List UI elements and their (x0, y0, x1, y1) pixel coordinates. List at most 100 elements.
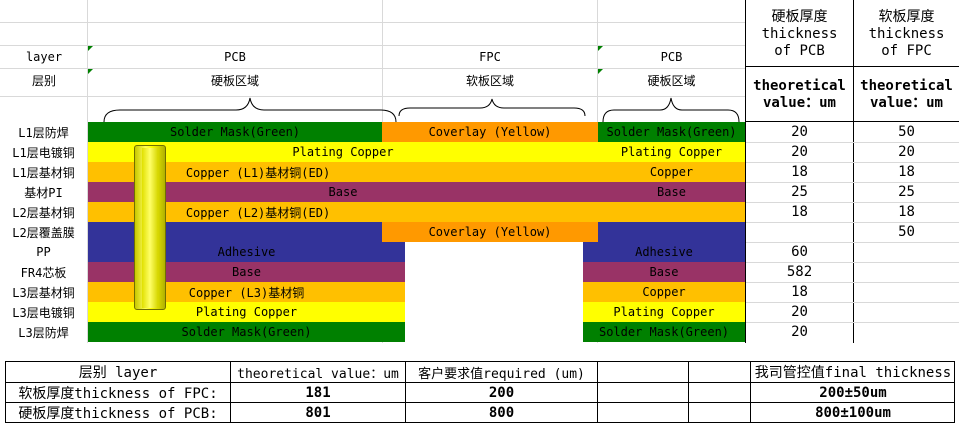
theoretical-line: theoretical (860, 78, 953, 94)
row-line (745, 222, 959, 223)
row-line (745, 322, 959, 323)
pcb-thickness: 25 (791, 184, 808, 200)
header-pcb: PCB (224, 50, 246, 64)
layer-band-mid (428, 162, 598, 182)
row-line (745, 142, 959, 143)
layer-band-left: Copper (L3)基材铜 (88, 282, 405, 302)
summary-table (5, 361, 955, 423)
layer-band-left: Base (88, 182, 598, 202)
summary-required: 200 (488, 384, 515, 401)
row-line (745, 242, 959, 243)
fpc-thickness: 18 (898, 204, 915, 220)
flex-thickness-line: thickness (868, 26, 945, 42)
summary-label: 硬板厚度thickness of PCB: (18, 406, 218, 422)
summary-col-line (597, 361, 598, 423)
via-core-icon (142, 148, 158, 308)
layer-name: L2层覆盖膜 (12, 225, 75, 240)
pcb-thickness: 20 (791, 324, 808, 340)
flex-thickness-header: 软板厚度 thickness of FPC (854, 9, 959, 60)
rigid-thickness-line: thickness (761, 26, 838, 42)
summary-label: 软板厚度thickness of FPC: (18, 385, 218, 402)
theoretical-line: value：um (762, 95, 836, 111)
layer-name: L3层电镀铜 (12, 305, 75, 320)
flex-thickness-line: of FPC (881, 43, 932, 59)
summary-theoretical: 801 (305, 405, 331, 421)
layer-band-mid: Coverlay (Yellow) (382, 222, 598, 242)
thickness-header-box (745, 0, 959, 122)
header-layer: layer (25, 50, 63, 64)
header-rigid-zone-right: 硬板区域 (647, 73, 696, 88)
layer-band-left: Solder Mask(Green) (88, 322, 405, 342)
pcb-theoretical-header: theoretical value：um (746, 78, 853, 112)
layer-name: L2层基材铜 (12, 205, 75, 220)
summary-row-line (5, 402, 955, 403)
fpc-theoretical-header: theoretical value：um (854, 78, 959, 112)
layer-band-mid (428, 202, 745, 222)
summary-col-line (750, 361, 751, 423)
pcb-thickness: 20 (791, 144, 808, 160)
layer-band-left: Base (88, 262, 405, 282)
cell-marker (88, 46, 93, 51)
thickness-header-row-line (745, 66, 959, 67)
summary-theoretical: 181 (305, 384, 331, 401)
summary-final: 200±50um (819, 384, 887, 401)
pcb-thickness: 20 (791, 124, 808, 140)
layer-band-right: Base (583, 262, 745, 282)
layer-band-right: Solder Mask(Green) (583, 322, 745, 342)
column-line (745, 122, 746, 343)
layer-band-right (598, 222, 745, 242)
layer-band-left: Plating Copper (88, 142, 598, 162)
summary-col-line (405, 361, 406, 423)
summary-row-line (5, 382, 955, 383)
pcb-thickness: 60 (791, 244, 808, 260)
pcb-thickness: 18 (791, 164, 808, 180)
layer-name: 基材PI (24, 185, 63, 200)
layer-band-left: Adhesive (88, 242, 405, 262)
fpc-thickness: 50 (898, 124, 915, 140)
rigid-thickness-header: 硬板厚度 thickness of PCB (746, 9, 853, 60)
layer-name: L1层基材铜 (12, 165, 75, 180)
header-fpc: FPC (479, 50, 501, 64)
grid-line (0, 96, 745, 97)
layer-band-right: Plating Copper (598, 142, 745, 162)
layer-name: FR4芯板 (20, 265, 67, 280)
summary-col-line (688, 361, 689, 423)
row-line (745, 302, 959, 303)
layer-name: L3层基材铜 (12, 285, 75, 300)
layer-band-right: Copper (583, 282, 745, 302)
layer-band-left (88, 222, 382, 242)
brace-icon (602, 97, 740, 123)
layer-band-right: Plating Copper (583, 302, 745, 322)
layer-band-right: Adhesive (583, 242, 745, 262)
summary-header-required: 客户要求值required (um) (418, 366, 585, 382)
layer-band-right: Copper (598, 162, 745, 182)
summary-final: 800±100um (815, 405, 891, 421)
layer-name: L1层防焊 (18, 125, 69, 140)
layer-band-right: Solder Mask(Green) (598, 122, 745, 142)
pcb-thickness: 582 (786, 264, 813, 280)
layer-name: PP (36, 245, 51, 259)
cell-marker (598, 46, 603, 51)
fpc-thickness: 18 (898, 164, 915, 180)
pcb-thickness: 18 (791, 284, 808, 300)
grid-line (87, 0, 88, 343)
rigid-thickness-line: 硬板厚度 (771, 9, 828, 25)
flex-thickness-line: 软板厚度 (878, 9, 935, 25)
summary-header-layer: 层别 layer (78, 365, 158, 381)
summary-header-final: 我司管控值final thickness (754, 365, 952, 381)
header-layer-cn: 层别 (31, 73, 56, 88)
summary-col-line (230, 361, 231, 423)
grid-line (0, 22, 745, 23)
fpc-thickness: 20 (898, 144, 915, 160)
rigid-thickness-line: of PCB (774, 43, 825, 59)
fpc-thickness: 25 (898, 184, 915, 200)
row-line (745, 182, 959, 183)
header-pcb-right: PCB (660, 50, 683, 64)
grid-line (0, 68, 745, 69)
thickness-header-divider (853, 0, 854, 343)
theoretical-line: theoretical (753, 78, 846, 94)
grid-line (0, 45, 745, 46)
layer-name: L3层防焊 (18, 325, 69, 340)
pcb-thickness: 18 (791, 204, 808, 220)
layer-band-left: Copper (L2)基材铜(ED) (88, 202, 428, 222)
